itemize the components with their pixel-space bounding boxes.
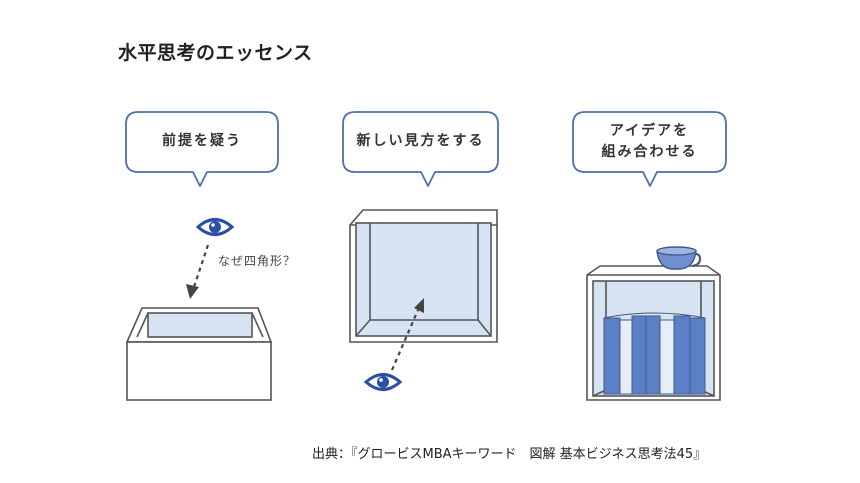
books-icon [603, 312, 706, 395]
dashed-arrow-up [390, 298, 424, 371]
speech-bubble-1 [125, 111, 279, 187]
cup-icon [656, 246, 702, 270]
speech-bubble-2 [342, 111, 499, 187]
annotation-why-square: なぜ四角形？ [218, 254, 297, 268]
speech-bubble-3 [572, 111, 727, 187]
open-box-illustration [125, 307, 273, 401]
bubble-line-2: 組み合わせる [601, 144, 698, 160]
bubble-text-new-perspective: 新しい見方をする [356, 133, 485, 149]
bubble-text-combine-ideas: アイデアを 組み合わせる [573, 121, 726, 163]
page-title: 水平思考のエッセンス [118, 42, 313, 64]
source-citation: 出典：『グロービスMBAキーワード 図解 基本ビジネス思考法45』 [312, 447, 707, 462]
eye-icon [363, 373, 403, 391]
dashed-arrow-down [186, 244, 210, 299]
bubble-text-question-assumptions: 前提を疑う [162, 133, 242, 149]
eye-icon [195, 218, 235, 236]
bubble-line-1: アイデアを [609, 123, 690, 139]
box-front-view-illustration [349, 209, 498, 343]
